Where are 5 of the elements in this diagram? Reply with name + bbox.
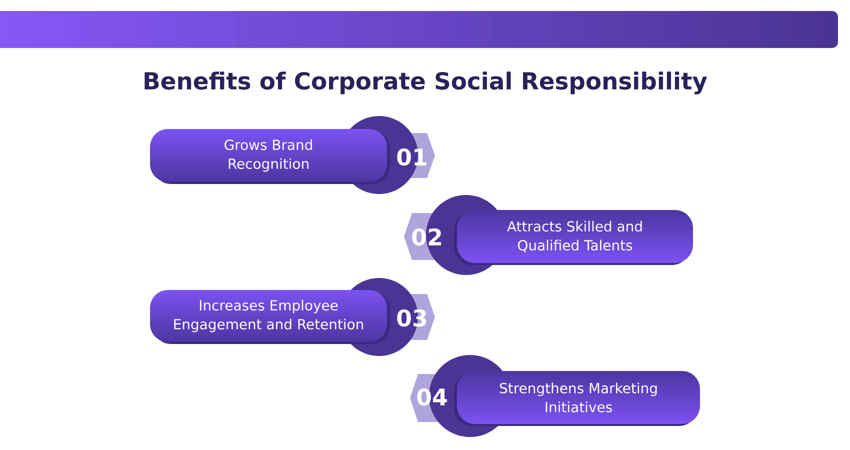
pill-box: Increases Employee Engagement and Retention [150,290,390,344]
pill-box: Strengthens Marketing Initiatives [454,371,700,426]
title: Benefits of Corporate Social Responsibility [144,72,708,94]
pill-box: Attracts Skilled and Qualified Talents [454,210,693,265]
pill-box: Grows Brand Recognition [150,129,390,184]
